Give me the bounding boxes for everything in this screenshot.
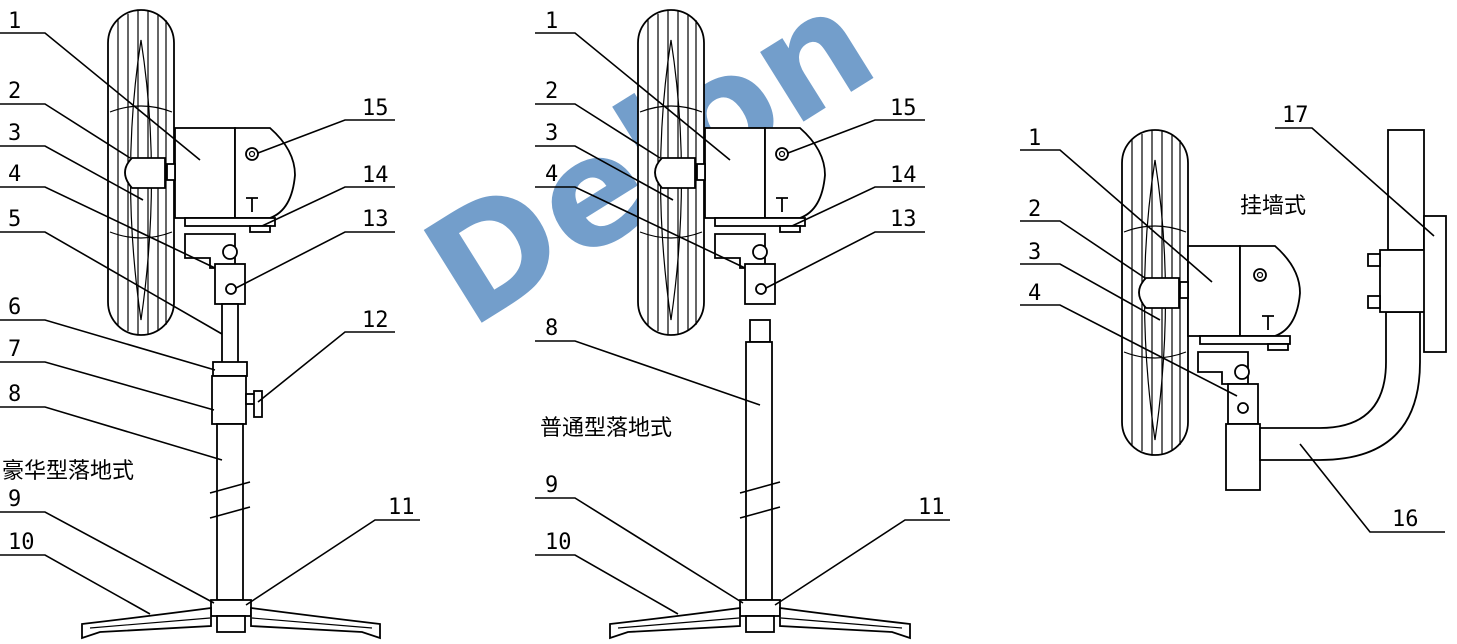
- callout-lines: [535, 32, 950, 615]
- deluxe-floor-fan: 1 2 3 4 5 6 7 8 9 10 15 14 13 12 11 豪华型落…: [0, 9, 420, 640]
- label-7: 7: [8, 337, 21, 362]
- label-1: 1: [1028, 126, 1041, 151]
- label-8: 8: [545, 316, 558, 341]
- standard-floor-fan: 1 2 3 4 8 9 10 15 14 13 11 普通型落地式: [535, 9, 950, 640]
- label-15: 15: [890, 96, 917, 121]
- caption-deluxe-floor: 豪华型落地式: [2, 459, 134, 484]
- wall-mounted-fan: 1 2 3 4 17 16 挂墙式: [1020, 103, 1447, 533]
- label-1: 1: [545, 9, 558, 34]
- fan-guard: [637, 9, 705, 336]
- callout-lines: [1020, 127, 1445, 533]
- wall-bracket: [1197, 129, 1447, 491]
- label-13: 13: [362, 207, 389, 232]
- label-6: 6: [8, 295, 21, 320]
- label-9: 9: [545, 473, 558, 498]
- label-1: 1: [8, 9, 21, 34]
- label-15: 15: [362, 96, 389, 121]
- label-4: 4: [1028, 281, 1041, 306]
- label-3: 3: [1028, 240, 1041, 265]
- stand: [81, 233, 381, 640]
- fan-guard: [107, 9, 175, 336]
- label-4: 4: [545, 162, 558, 187]
- label-14: 14: [362, 163, 389, 188]
- label-10: 10: [545, 530, 572, 555]
- label-5: 5: [8, 207, 21, 232]
- label-8: 8: [8, 382, 21, 407]
- label-4: 4: [8, 162, 21, 187]
- label-11: 11: [918, 495, 945, 520]
- label-17: 17: [1282, 103, 1309, 128]
- label-3: 3: [545, 121, 558, 146]
- label-10: 10: [8, 530, 35, 555]
- motor-housing: [166, 127, 296, 233]
- stand: [609, 233, 911, 640]
- callout-lines: [0, 32, 420, 615]
- caption-standard-floor: 普通型落地式: [540, 416, 672, 441]
- label-14: 14: [890, 163, 917, 188]
- fan-guard: [1121, 129, 1189, 456]
- label-9: 9: [8, 487, 21, 512]
- label-2: 2: [545, 79, 558, 104]
- label-16: 16: [1392, 507, 1419, 532]
- label-13: 13: [890, 207, 917, 232]
- motor-housing: [1179, 245, 1301, 351]
- motor-housing: [696, 127, 826, 233]
- label-2: 2: [8, 79, 21, 104]
- caption-wall-mounted: 挂墙式: [1240, 194, 1306, 219]
- label-2: 2: [1028, 197, 1041, 222]
- label-3: 3: [8, 121, 21, 146]
- label-12: 12: [362, 308, 389, 333]
- label-11: 11: [388, 495, 415, 520]
